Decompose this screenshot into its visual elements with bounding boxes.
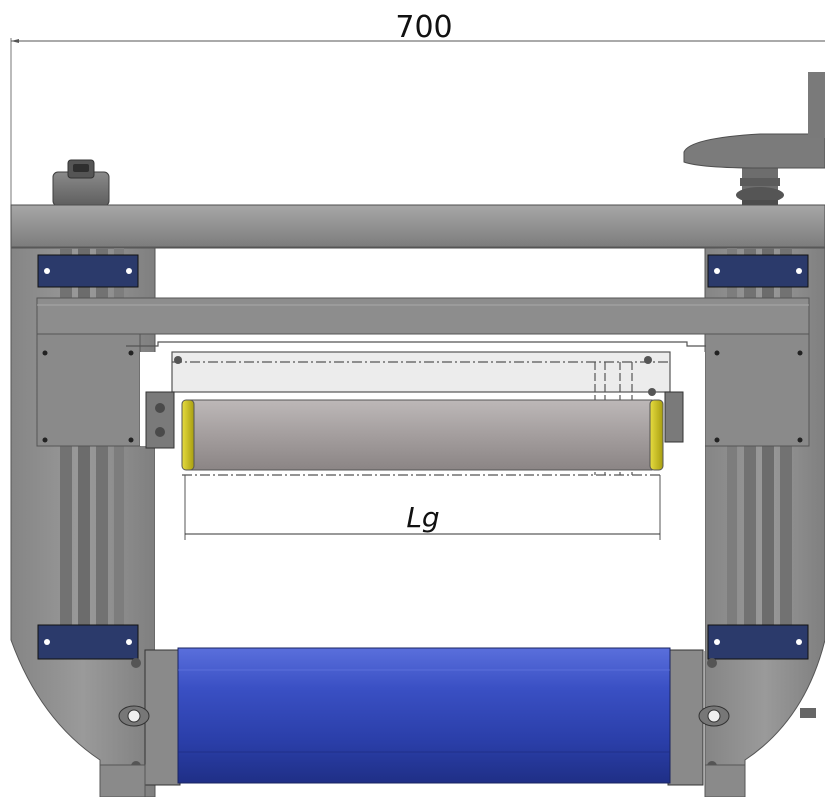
gray-roller (181, 399, 664, 471)
blue-plate-top-left (37, 254, 139, 288)
overall-width-dimension: 700 (10, 10, 825, 205)
blue-roller-assembly (118, 647, 816, 786)
carriage-bar (36, 297, 810, 335)
gray-roller-right-cap (649, 399, 664, 471)
blue-roller-right-housing (667, 649, 704, 786)
overall-width-label: 700 (395, 10, 452, 45)
gray-roller-left-cap (181, 399, 195, 471)
bottom-legs (99, 764, 746, 797)
blue-plate-bottom-left (37, 624, 139, 660)
roller-length-label: Lg (406, 501, 439, 534)
blue-roller (177, 647, 671, 784)
right-roller-clamp (644, 356, 684, 443)
handwheel (683, 72, 825, 206)
roller-bracket (126, 341, 706, 476)
left-roller-clamp (145, 356, 182, 449)
start-knob (52, 159, 110, 207)
blue-plate-top-right (707, 254, 809, 288)
blue-roller-left-housing (144, 649, 181, 786)
blue-plate-bottom-right (707, 624, 809, 660)
right-carriage-plate (704, 333, 810, 447)
top-cross-bar (10, 204, 825, 249)
dimension-arrow-left (11, 39, 19, 43)
roller-length-dimension: Lg (184, 475, 661, 540)
left-carriage-plate (36, 333, 141, 447)
